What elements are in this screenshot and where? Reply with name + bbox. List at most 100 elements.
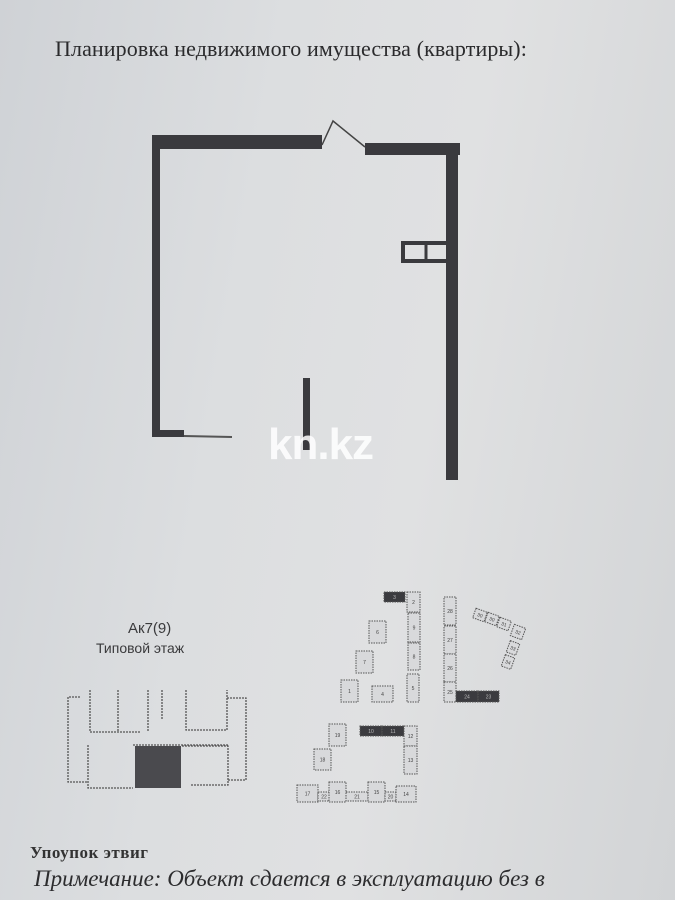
unit-label: 23	[486, 695, 492, 701]
wall-right	[446, 143, 458, 480]
unit-block: 22	[317, 791, 331, 802]
unit-box	[477, 690, 500, 703]
unit-box	[355, 650, 374, 674]
unit-label: 16	[335, 790, 341, 796]
unit-label: 30	[488, 616, 495, 624]
unit-box	[367, 781, 386, 803]
unit-label: 30	[476, 612, 483, 620]
unit-block: 11	[381, 725, 405, 737]
unit-box	[359, 725, 383, 737]
unit-label: 27	[447, 638, 453, 644]
unit-label: 10	[368, 729, 374, 735]
door-swing-icon	[321, 119, 366, 148]
unit-label: 14	[403, 792, 409, 798]
unit-block: 31	[496, 616, 512, 632]
unit-block: 7	[355, 650, 374, 674]
unit-label: 33	[509, 645, 516, 653]
unit-block: 19	[328, 723, 347, 747]
wall-top-right	[365, 143, 460, 155]
unit-box	[395, 785, 417, 803]
unit-block: 23	[477, 690, 500, 703]
unit-label: 4	[381, 692, 384, 698]
typical-floor-caption: Типовой этаж	[96, 640, 185, 656]
unit-block: 8	[407, 642, 421, 671]
unit-box	[368, 620, 387, 644]
unit-box	[509, 623, 527, 641]
unit-label: 3	[393, 595, 396, 601]
unit-box	[296, 784, 319, 803]
unit-box	[381, 725, 405, 737]
unit-label: 21	[354, 795, 360, 801]
unit-label: 18	[320, 758, 326, 764]
unit-block: 12	[403, 725, 418, 747]
unit-block: 34	[500, 654, 516, 670]
unit-box	[505, 640, 521, 656]
note-text: Примечание: Объект сдается в эксплуатаци…	[34, 866, 545, 891]
unit-label: 17	[305, 792, 311, 798]
unit-label: 25	[447, 690, 453, 696]
typical-floor-name: Ак7(9)	[128, 620, 172, 637]
unit-label: 26	[447, 666, 453, 672]
unit-box	[407, 612, 421, 643]
unit-block: 15	[367, 781, 386, 803]
unit-label: 34	[504, 659, 511, 667]
unit-block: 17	[296, 784, 319, 803]
unit-block: 32	[509, 623, 527, 641]
unit-label: 5	[412, 686, 415, 692]
window-line	[183, 435, 233, 438]
inner-partition	[303, 378, 310, 450]
unit-block: 5	[406, 673, 420, 703]
wall-left	[152, 135, 160, 437]
wall-top-left	[152, 135, 322, 149]
unit-label: 1	[348, 689, 351, 695]
unit-box	[328, 723, 347, 747]
unit-label: 32	[514, 629, 521, 637]
unit-box	[403, 745, 418, 775]
apartment-walls	[152, 135, 460, 480]
unit-label: 12	[408, 734, 414, 740]
unit-block: 9	[407, 612, 421, 643]
unit-box	[383, 591, 406, 603]
garbled-heading: Упоупок этвиг	[30, 843, 149, 862]
unit-box	[406, 591, 421, 613]
unit-box	[313, 748, 332, 771]
unit-label: 8	[413, 655, 416, 661]
unit-label: 15	[374, 790, 380, 796]
page-title: Планировка недвижимого имущества (кварти…	[55, 36, 527, 61]
unit-label: 22	[321, 795, 327, 801]
unit-block: 25	[443, 681, 457, 703]
unit-label: 6	[376, 630, 379, 636]
unit-box	[484, 611, 500, 627]
unit-box	[472, 607, 488, 623]
wall-bottom-left	[152, 430, 184, 437]
unit-block: 33	[505, 640, 521, 656]
unit-label: 9	[413, 626, 416, 632]
unit-block: 14	[395, 785, 417, 803]
unit-block: 13	[403, 745, 418, 775]
unit-label: 19	[335, 733, 341, 739]
unit-label: 7	[363, 660, 366, 666]
unit-label: 2	[412, 600, 415, 606]
unit-block: 4	[371, 685, 394, 703]
unit-block: 3	[383, 591, 406, 603]
unit-label: 20	[388, 795, 394, 801]
unit-block: 21	[345, 791, 369, 802]
unit-block: 1	[340, 679, 359, 703]
unit-block: 20	[384, 791, 397, 802]
unit-block: 2	[406, 591, 421, 613]
unit-block: 6	[368, 620, 387, 644]
unit-box	[371, 685, 394, 703]
unit-block: 16	[328, 781, 347, 803]
unit-label: 13	[408, 758, 414, 764]
typical-floor-plan	[67, 690, 247, 789]
unit-label: 24	[464, 695, 470, 701]
unit-box	[443, 596, 457, 626]
unit-box	[500, 654, 516, 670]
unit-block: 24	[455, 690, 479, 703]
stair-core-block	[135, 746, 181, 788]
unit-block: 27	[443, 625, 457, 655]
unit-label: 11	[390, 729, 395, 735]
unit-block: 28	[443, 596, 457, 626]
